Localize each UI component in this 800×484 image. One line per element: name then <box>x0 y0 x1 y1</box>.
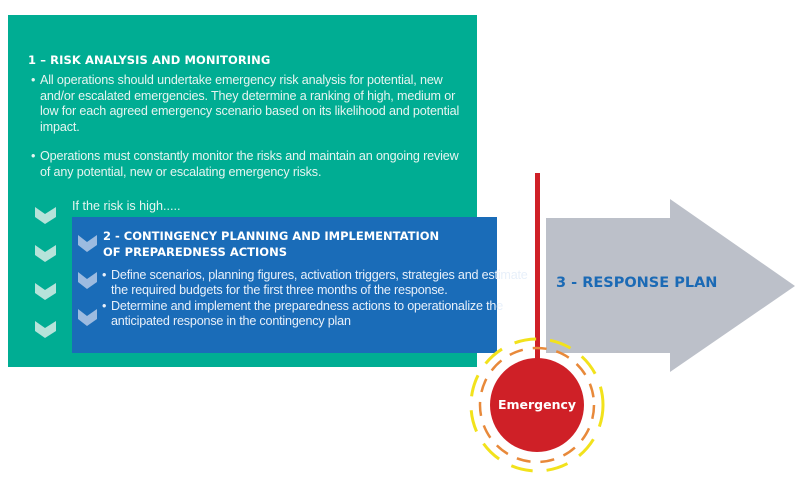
step1-bullets: • All operations should undertake emergen… <box>31 73 472 181</box>
step2-bullet-1: • Define scenarios, planning figures, act… <box>102 268 531 299</box>
bullet-text: Operations must constantly monitor the r… <box>40 149 459 179</box>
emergency-timeline-line <box>535 173 540 363</box>
chevron-down-icon <box>35 207 56 224</box>
step2-title: 2 - CONTINGENCY PLANNING AND IMPLEMENTAT… <box>103 229 439 260</box>
chevron-down-icon <box>78 272 97 289</box>
step2-title-line1: 2 - CONTINGENCY PLANNING AND IMPLEMENTAT… <box>103 229 440 243</box>
response-plan-label: 3 - RESPONSE PLAN <box>556 275 718 291</box>
chevron-down-icon <box>35 245 56 262</box>
emergency-label: Emergency <box>497 397 577 412</box>
bullet-dot: • <box>102 268 107 282</box>
bullet-dot: • <box>31 73 36 87</box>
step2-bullet-2: • Determine and implement the preparednes… <box>102 298 531 330</box>
bullet-dot: • <box>31 149 36 164</box>
chevron-down-icon <box>78 309 97 326</box>
emergency-ring-yellow <box>469 337 605 473</box>
step1-bullet-1: • All operations should undertake emergen… <box>31 73 472 135</box>
emergency-ring-orange <box>478 346 596 464</box>
chevron-down-icon <box>35 321 56 338</box>
step1-title: 1 – RISK ANALYSIS AND MONITORING <box>28 53 271 67</box>
step2-title-line2: OF PREPAREDNESS ACTIONS <box>103 244 287 259</box>
bullet-dot: • <box>102 298 107 313</box>
step1-bullet-2: • Operations must constantly monitor the … <box>31 149 472 180</box>
contingency-planning-panel <box>72 217 497 353</box>
chevron-down-icon <box>35 283 56 300</box>
bullet-text: All operations should undertake emergenc… <box>40 73 460 134</box>
bullet-text: Determine and implement the preparedness… <box>111 298 504 329</box>
bullet-text: Define scenarios, planning figures, acti… <box>111 268 528 298</box>
step2-bullets: • Define scenarios, planning figures, act… <box>102 268 531 330</box>
risk-condition: If the risk is high..... <box>72 199 181 213</box>
response-plan-arrow <box>546 199 795 372</box>
chevron-down-icon <box>78 235 97 252</box>
emergency-circle <box>490 358 584 452</box>
